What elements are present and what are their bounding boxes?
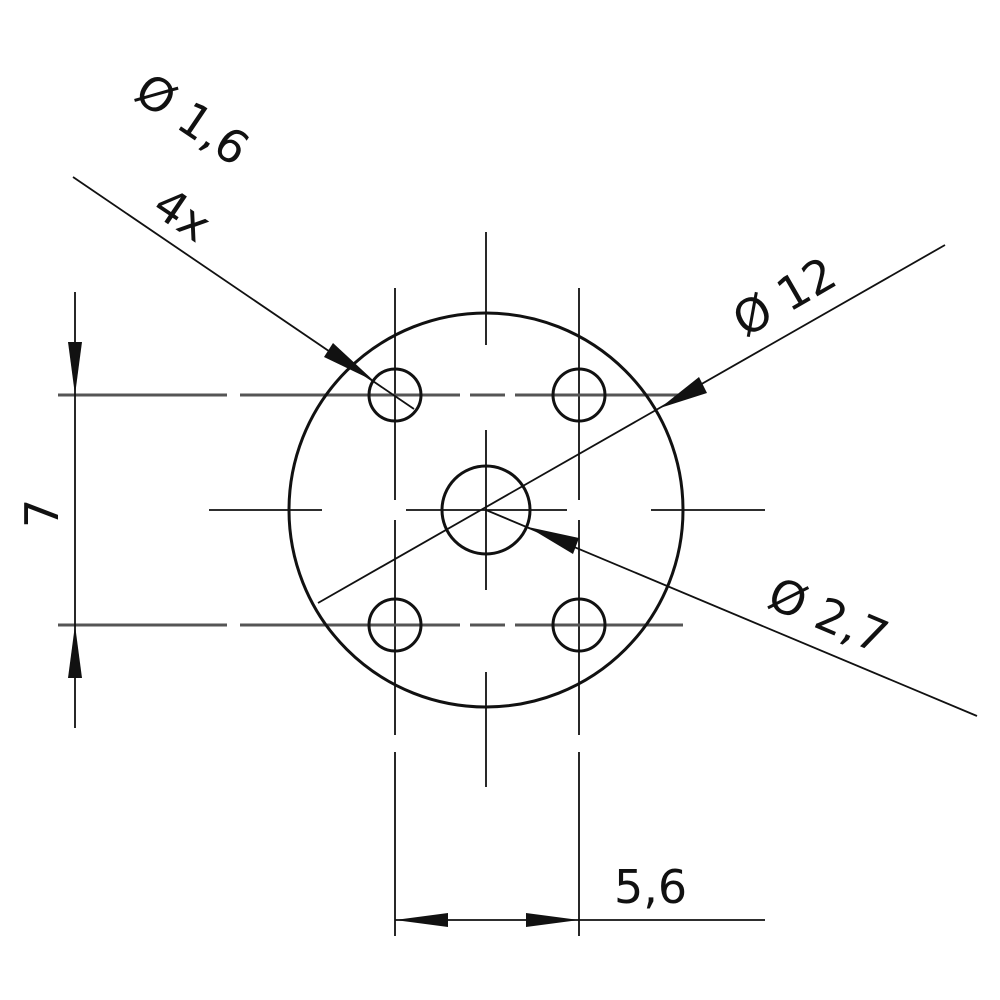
centerlines <box>58 232 765 936</box>
arrowhead-icon <box>660 377 707 408</box>
arrowhead-icon <box>68 625 82 678</box>
arrowhead-icon <box>526 913 579 927</box>
mounting-hole-bottom-right <box>551 597 607 653</box>
arrowhead-icon <box>528 527 579 554</box>
arrowhead-icon <box>68 342 82 395</box>
mounting-hole-bottom-left <box>367 597 423 653</box>
arrowhead-icon <box>324 343 374 381</box>
arrowhead-icon <box>395 913 448 927</box>
dimension-center-bore: Ø 2,7 <box>485 509 978 717</box>
dimension-horizontal-spacing: 5,6 <box>395 860 765 927</box>
dimension-outer-diameter: Ø 12 <box>317 244 946 604</box>
mounting-hole-top-left <box>367 367 423 423</box>
center-bore-label: Ø 2,7 <box>761 566 896 664</box>
outer-flange-circle <box>287 311 685 709</box>
outer-diameter-label: Ø 12 <box>724 246 846 347</box>
hole-count-label: 4x <box>144 176 221 252</box>
part-geometry <box>287 311 685 709</box>
mounting-hole-top-right <box>551 367 607 423</box>
horizontal-spacing-label: 5,6 <box>614 860 687 914</box>
hole-diameter-label: Ø 1,6 <box>126 62 259 176</box>
dimension-vertical-spacing: 7 <box>15 292 82 728</box>
vertical-spacing-label: 7 <box>15 499 69 528</box>
center-bore-circle <box>440 464 532 556</box>
